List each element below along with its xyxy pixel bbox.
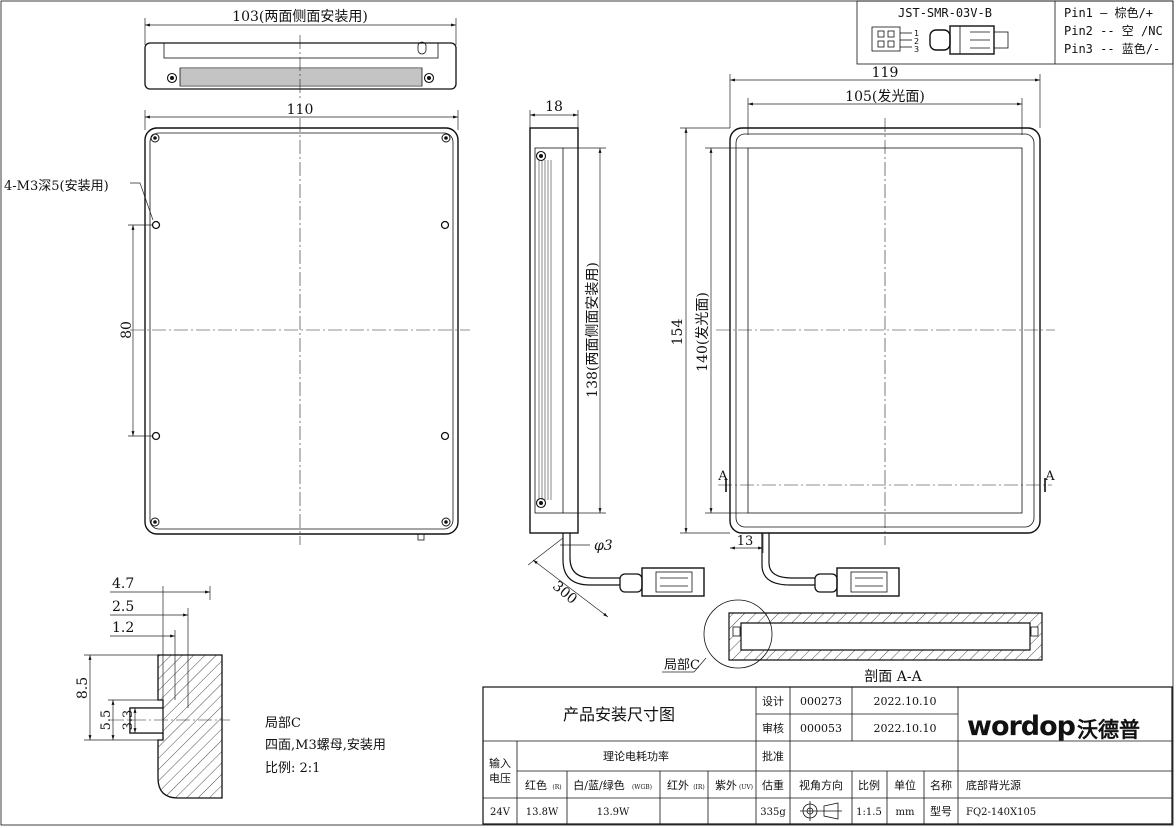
- voltage-value: 24V: [490, 807, 511, 818]
- scale-value: 1:1.5: [856, 807, 882, 818]
- weight-label: 估重: [762, 778, 784, 792]
- detail-note-3: 比例: 2:1: [265, 761, 320, 776]
- pin2-label: Pin2 -- 空 /NC: [1064, 24, 1163, 38]
- pin1-label: Pin1 — 棕色/+: [1064, 5, 1153, 20]
- detail-note-1: 局部C: [265, 716, 301, 731]
- design-no: 000273: [800, 695, 842, 708]
- model-label: 型号: [930, 804, 952, 818]
- svg-text:3: 3: [914, 45, 919, 54]
- top-view: 103(两面侧面安装用): [144, 9, 457, 98]
- connector-info-box: JST-SMR-03V-B 1 2 3 Pin1 — 棕色/+ Pin2 -- …: [856, 0, 1174, 65]
- detail-c-view: 4.7 2.5 1.2 8.5 5.5 3.3 局部C 四面,M3螺母,安装用 …: [75, 576, 386, 799]
- red-power-value: 13.8W: [526, 807, 559, 818]
- title-block: 产品安装尺寸图 设计 000273 2022.10.10 审核 000053 2…: [482, 686, 1173, 825]
- hole-note: 4-M3深5(安装用): [4, 179, 109, 194]
- detail-dim-8-5: 8.5: [75, 677, 91, 699]
- emit-width-label: 105(发光面): [845, 89, 925, 105]
- cable-dia-label: φ3: [594, 538, 613, 554]
- wrgb-sub: (WGB): [632, 784, 652, 791]
- detail-c-callout: 局部C: [664, 658, 700, 673]
- design-label: 设计: [762, 695, 784, 708]
- design-date: 2022.10.10: [874, 695, 937, 708]
- drawing-title: 产品安装尺寸图: [563, 705, 675, 724]
- wrgb-label: 白/蓝/绿色: [573, 778, 624, 792]
- top-width-label: 103(两面侧面安装用): [232, 9, 368, 25]
- wrgb-power-value: 13.9W: [597, 807, 630, 818]
- offset-label: 13: [737, 534, 754, 549]
- model-value: FQ2-140X105: [966, 807, 1036, 818]
- input-label-1: 输入: [489, 756, 511, 770]
- detail-note-2: 四面,M3螺母,安装用: [265, 738, 386, 753]
- side-thickness-label: 18: [545, 99, 563, 115]
- detail-dim-3-3: 3.3: [121, 710, 136, 731]
- right-plug-icon: [814, 567, 900, 597]
- name-label: 名称: [930, 778, 952, 792]
- front-height-label: 80: [119, 321, 135, 339]
- red-label: 红色: [525, 778, 547, 792]
- check-label: 审核: [762, 721, 784, 735]
- side-plug-icon: [619, 567, 705, 597]
- red-sub: (R): [552, 784, 561, 791]
- emit-height-label: 140(发光面): [695, 292, 711, 372]
- section-a-a: 局部C 剖面 A-A: [662, 599, 1043, 685]
- input-label-2: 电压: [489, 772, 511, 785]
- scale-label: 比例: [858, 778, 880, 792]
- pin3-label: Pin3 -- 蓝色/-: [1064, 42, 1160, 56]
- unit-label: 单位: [894, 778, 916, 792]
- svg-text:1: 1: [914, 29, 919, 38]
- front-width-label: 110: [287, 102, 314, 118]
- projection-symbol-icon: [800, 801, 842, 821]
- weight-value: 335g: [760, 807, 786, 818]
- approve-label: 批准: [762, 749, 784, 763]
- view-label: 视角方向: [799, 778, 843, 792]
- detail-dim-4-7: 4.7: [112, 576, 134, 592]
- detail-dim-2-5: 2.5: [112, 599, 134, 615]
- detail-dim-1-2: 1.2: [112, 620, 134, 636]
- ir-label: 红外: [667, 779, 689, 792]
- unit-value: mm: [896, 807, 915, 818]
- connector-model: JST-SMR-03V-B: [898, 6, 992, 20]
- uv-sub: (UV): [739, 784, 753, 791]
- front-view: 110 80 4-M3深5(安装用): [4, 102, 470, 545]
- power-label: 理论电耗功率: [603, 749, 669, 763]
- logo-text-en: wordop: [967, 711, 1076, 742]
- detail-dim-5-5: 5.5: [99, 710, 114, 731]
- uv-label: 紫外: [715, 779, 737, 792]
- section-marker-right: A: [1044, 469, 1055, 484]
- section-marker-left: A: [717, 469, 728, 484]
- side-view: 18 138(两面侧面安装用) φ3 300: [527, 99, 705, 618]
- outer-width-label: 119: [872, 65, 899, 81]
- section-title: 剖面 A-A: [864, 669, 922, 685]
- right-view: 119 105(发光面) 154 140(发光面) A A 13: [670, 65, 1055, 597]
- wordop-logo: wordop 沃德普: [967, 711, 1140, 742]
- outer-height-label: 154: [670, 319, 686, 346]
- ir-sub: (IR): [693, 784, 705, 791]
- logo-text-cn: 沃德普: [1077, 718, 1140, 742]
- check-no: 000053: [800, 722, 842, 735]
- check-date: 2022.10.10: [874, 722, 937, 735]
- name-value: 底部背光源: [966, 778, 1021, 792]
- connector-icon: 1 2 3: [871, 25, 1009, 55]
- side-length-label: 138(两面侧面安装用): [585, 262, 601, 398]
- svg-text:2: 2: [914, 37, 919, 46]
